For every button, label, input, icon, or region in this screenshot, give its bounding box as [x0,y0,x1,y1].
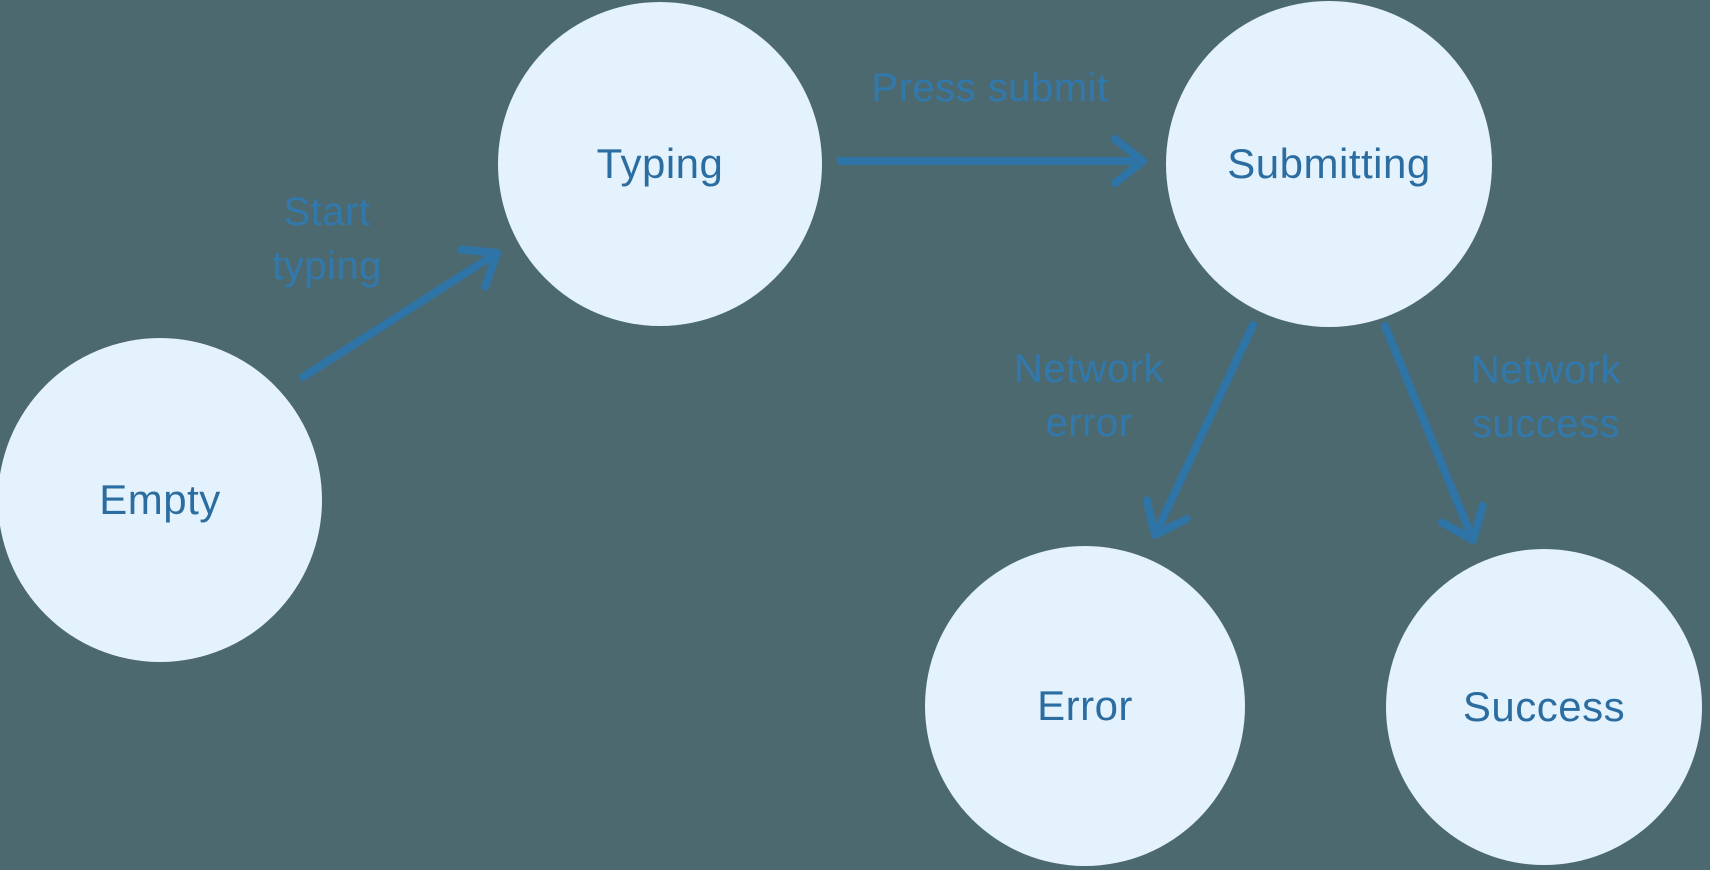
state-node-typing: Typing [498,2,822,326]
state-node-success: Success [1386,549,1702,865]
state-node-label: Submitting [1227,140,1431,187]
edge-label-start-typing: Start typing [272,190,382,288]
state-node-label: Error [1037,682,1133,729]
state-node-submitting: Submitting [1166,1,1492,327]
arrow-submitting-to-error [1142,321,1257,539]
state-node-label: Typing [596,140,724,187]
edge-label-network-success: Network success [1470,348,1622,446]
arrow-submitting-to-success [1381,322,1487,544]
state-node-error: Error [925,546,1245,866]
edge-label-network-error: Network error [1013,347,1165,445]
state-node-empty: Empty [0,338,322,662]
state-node-label: Empty [99,476,221,523]
edge-label-press-submit: Press submit [871,66,1109,110]
state-node-label: Success [1462,683,1626,730]
